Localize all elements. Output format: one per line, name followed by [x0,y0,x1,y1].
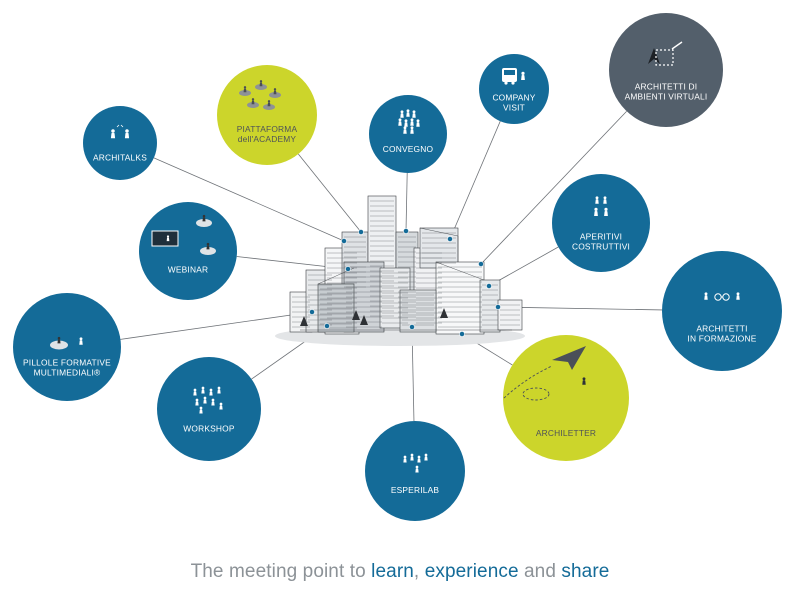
node-label-architetti-formazione-line-2: IN FORMAZIONE [687,334,756,344]
connector-aperitivi [488,246,559,287]
anchor-dot-webinar [345,266,351,272]
node-label-architalks: ARCHITALKS [93,152,147,162]
anchor-dot-architetti-virtuali [478,261,484,267]
node-convegno[interactable]: CONVEGNO [369,95,447,173]
node-circle-esperilab [365,421,465,521]
glasses-icon [704,292,740,301]
tagline-share: share [561,561,610,582]
node-label-piattaforma-line-1: PIATTAFORMA [237,124,298,134]
virtual-cursor-icon [648,41,683,66]
presentation-screen-icon [151,214,216,255]
node-label-workshop: WORKSHOP [183,424,235,434]
anchor-dot-piattaforma [358,229,364,235]
anchor-dot-company-visit [447,236,453,242]
city-skyline-sketch [275,195,525,346]
node-label-company-visit-line-1: COMPANY [492,93,535,103]
node-label-archiletter: ARCHILETTER [536,428,596,438]
node-circle-company-visit [479,54,549,124]
audience-icon [398,109,420,134]
node-architalks[interactable]: ARCHITALKS [83,106,157,180]
anchor-dot-aperitivi [486,283,492,289]
node-label-company-visit-line-2: VISIT [503,103,525,113]
node-circle-architalks [83,106,157,180]
connector-architalks [153,157,345,242]
node-label-architetti-virtuali-line-1: ARCHITETTI DI [635,82,698,92]
node-webinar[interactable]: WEBINAR [139,202,237,300]
tagline-text: The meeting point to [190,561,372,582]
lab-group-icon [403,453,428,473]
tagline-experience: experience [424,561,519,582]
tagline-and: and [518,561,562,582]
node-circle-archiletter [503,335,629,461]
node-label-aperitivi-line-2: COSTRUTTIVI [572,242,630,252]
anchor-dot-pillole [309,309,315,315]
node-esperilab[interactable]: ESPERILAB [365,421,465,521]
node-circle-aperitivi [552,174,650,272]
tagline-comma: , [413,561,425,582]
node-circle-architetti-formazione [662,251,782,371]
node-label-webinar: WEBINAR [168,265,209,275]
people-toast-icon [594,196,608,216]
tagline: The meeting point to learn, experience a… [0,561,800,583]
node-circle-workshop [157,357,261,461]
node-label-pillole-line-2: MULTIMEDIALI® [34,367,101,377]
bus-icon [502,68,525,85]
node-label-esperilab: ESPERILAB [391,485,440,495]
connector-convegno [405,172,408,232]
node-label-piattaforma-line-2: dell'ACADEMY [238,134,297,144]
connector-piattaforma [298,153,362,233]
node-label-architetti-virtuali-line-2: AMBIENTI VIRTUALI [625,92,708,102]
node-archiletter[interactable]: ARCHILETTER [503,335,629,461]
connector-architetti-virtuali [480,110,627,265]
connector-company-visit [449,121,501,240]
connector-anchors [309,228,501,337]
anchor-dot-workshop [324,323,330,329]
node-circle-webinar [139,202,237,300]
platform-people-icon [239,80,281,110]
connector-pillole [120,311,313,340]
anchor-dot-esperilab [409,324,415,330]
node-label-pillole-line-1: PILLOLE FORMATIVE [23,357,111,367]
tagline-learn: learn [371,561,414,582]
node-label-convegno: CONVEGNO [383,144,434,154]
node-label-architetti-formazione-line-1: ARCHITETTI [696,324,747,334]
anchor-dot-archiletter [459,331,465,337]
connector-architetti-formazione [497,306,663,311]
desk-person-icon [50,336,83,350]
people-talking-icon [110,124,130,139]
group-icon [193,386,223,414]
node-workshop[interactable]: WORKSHOP [157,357,261,461]
anchor-dot-architalks [341,238,347,244]
node-circle-piattaforma [217,65,317,165]
paper-plane-icon [503,346,586,401]
node-circle-architetti-virtuali [609,13,723,127]
anchor-dot-architetti-formazione [495,304,501,310]
node-circle-convegno [369,95,447,173]
anchor-dot-convegno [403,228,409,234]
node-label-aperitivi-line-1: APERITIVI [580,232,622,242]
